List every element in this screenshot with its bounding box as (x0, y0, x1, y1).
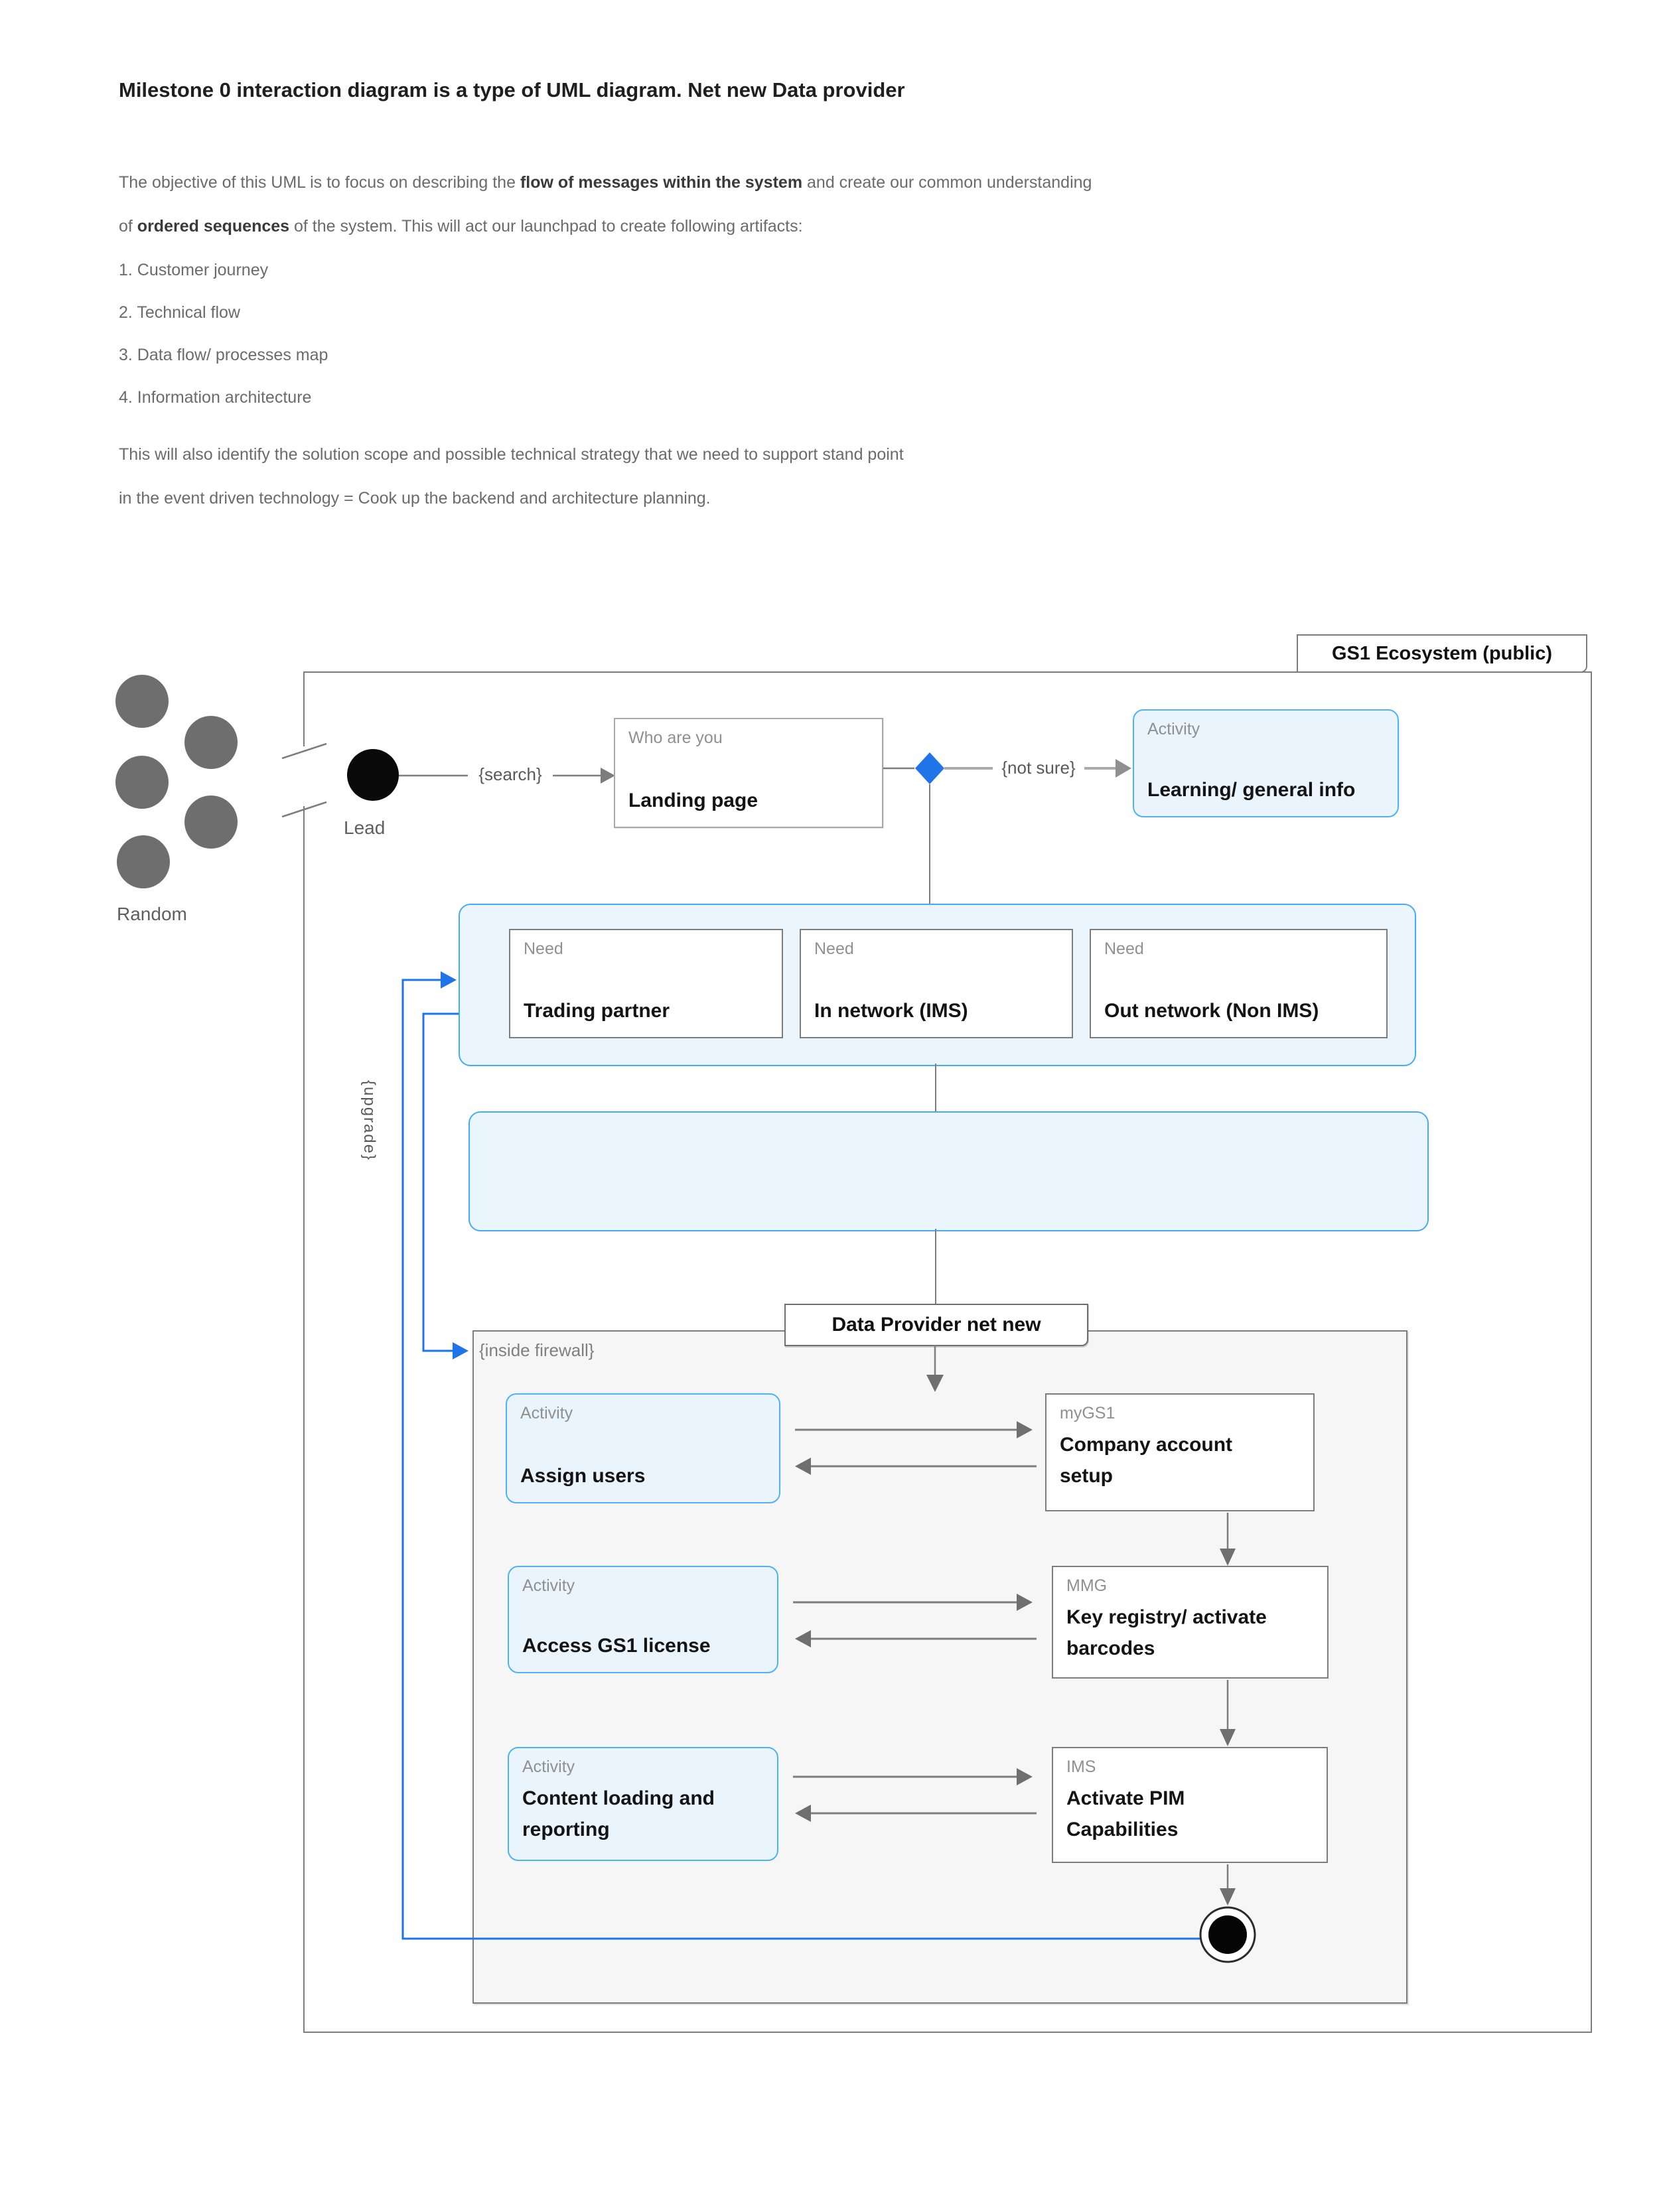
node-out-network-label: Out network (Non IMS) (1104, 999, 1319, 1022)
empty-group-container (469, 1111, 1429, 1231)
gs1-ecosystem-label: GS1 Ecosystem (public) (1297, 634, 1587, 673)
node-assign-users: Activity Assign users (506, 1393, 780, 1503)
node-landing-page-label: Landing page (628, 789, 758, 811)
node-key-registry: MMG Key registry/ activate barcodes (1052, 1566, 1329, 1679)
intro-line-1-end: and create our common understanding (802, 173, 1092, 192)
node-company-account-header: myGS1 (1060, 1404, 1116, 1422)
node-access-license-label: Access GS1 license (522, 1634, 711, 1657)
node-access-license-header: Activity (522, 1576, 575, 1595)
node-activate-pim-label: Activate PIM Capabilities (1066, 1787, 1185, 1840)
node-trading-partner-label: Trading partner (524, 999, 670, 1022)
node-in-network-header: Need (814, 939, 854, 958)
data-provider-title: Data Provider net new (784, 1304, 1088, 1346)
node-landing-page: Who are you Landing page (614, 718, 883, 828)
node-learning-label: Learning/ general info (1147, 778, 1356, 801)
node-key-registry-header: MMG (1066, 1576, 1108, 1595)
node-in-network-ims: Need In network (IMS) (800, 929, 1073, 1038)
node-in-network-label: In network (IMS) (814, 999, 968, 1022)
inside-firewall-label: {inside firewall} (479, 1340, 595, 1360)
list-item-1: 1. Customer journey (119, 261, 269, 279)
node-key-registry-label: Key registry/ activate barcodes (1066, 1606, 1267, 1659)
intro-line-2-end: of the system. This will act our launchp… (289, 217, 803, 236)
intro-line-2: of ordered sequences of the system. This… (119, 217, 803, 236)
edge-upgrade-label: {upgrade} (360, 1080, 378, 1162)
closing-line-2: in the event driven technology = Cook up… (119, 489, 711, 508)
lead-label: Lead (344, 817, 386, 838)
edge-search-label: {search} (468, 764, 553, 785)
node-activate-pim: IMS Activate PIM Capabilities (1052, 1747, 1328, 1863)
node-access-gs1-license: Activity Access GS1 license (508, 1566, 778, 1673)
node-content-loading-label: Content loading and reporting (522, 1787, 715, 1840)
list-item-2: 2. Technical flow (119, 303, 240, 322)
node-trading-partner: Need Trading partner (509, 929, 783, 1038)
random-dots-icon (115, 675, 238, 888)
list-item-4: 4. Information architecture (119, 388, 312, 407)
node-activate-pim-header: IMS (1066, 1758, 1096, 1776)
intro-line-2-bold: ordered sequences (137, 217, 290, 236)
list-item-3: 3. Data flow/ processes map (119, 346, 328, 364)
intro-line-2-text: of (119, 217, 137, 236)
node-content-loading: Activity Content loading and reporting (508, 1747, 778, 1861)
closing-line-1: This will also identify the solution sco… (119, 445, 904, 464)
node-content-loading-header: Activity (522, 1758, 575, 1776)
node-learning-header: Activity (1147, 720, 1200, 738)
node-out-network-non-ims: Need Out network (Non IMS) (1090, 929, 1388, 1038)
node-landing-page-header: Who are you (628, 728, 723, 747)
intro-line-1: The objective of this UML is to focus on… (119, 173, 1092, 192)
boundary-break (301, 746, 307, 806)
node-assign-users-label: Assign users (520, 1464, 646, 1487)
random-label: Random (117, 904, 187, 924)
node-assign-users-header: Activity (520, 1404, 573, 1422)
page-title: Milestone 0 interaction diagram is a typ… (119, 78, 905, 102)
intro-line-1-bold: flow of messages within the system (520, 173, 803, 192)
node-learning-general-info: Activity Learning/ general info (1133, 709, 1399, 817)
node-trading-partner-header: Need (524, 939, 563, 958)
edge-not-sure-label: {not sure} (993, 758, 1084, 778)
intro-line-1-text: The objective of this UML is to focus on… (119, 173, 520, 192)
node-company-account-setup: myGS1 Company account setup (1045, 1393, 1315, 1511)
node-out-network-header: Need (1104, 939, 1144, 958)
node-company-account-label: Company account setup (1060, 1434, 1233, 1487)
